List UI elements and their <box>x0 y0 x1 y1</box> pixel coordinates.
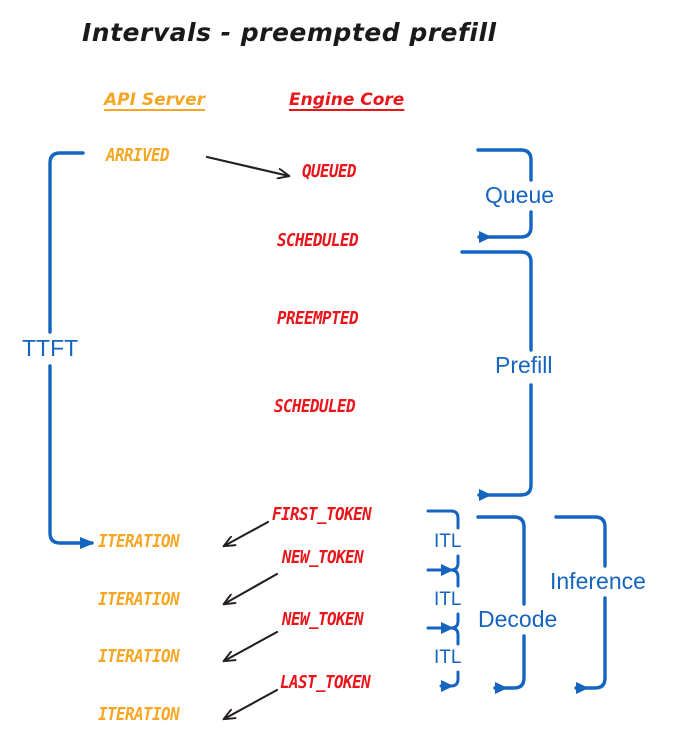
transition-arrow-last-token <box>224 688 279 719</box>
bracket-queue <box>476 148 533 243</box>
interval-label-inference: Inference <box>550 568 646 594</box>
interval-label-decode: Decode <box>478 606 558 632</box>
bracket-decode <box>476 515 526 694</box>
transition-arrow-arrived-to-queued <box>205 155 289 176</box>
state-first-token: FIRST_TOKEN <box>272 504 372 525</box>
state-scheduled-2: SCHEDULED <box>274 396 356 417</box>
state-arrived: ARRIVED <box>106 145 170 166</box>
state-new-token-2: NEW_TOKEN <box>282 609 364 630</box>
interval-label-queue: Queue <box>485 182 555 208</box>
page-title: Intervals - preempted prefill <box>82 18 497 47</box>
state-iteration-3: ITERATION <box>98 646 180 667</box>
interval-label-ttft: TTFT <box>22 335 79 361</box>
state-iteration-1: ITERATION <box>98 531 180 552</box>
interval-label-prefill: Prefill <box>495 352 553 378</box>
bracket-inference <box>554 515 607 694</box>
transition-arrow-new-token-2 <box>224 630 279 661</box>
bracket-ttft <box>48 151 94 549</box>
column-header-engine-core: Engine Core <box>289 90 405 110</box>
state-new-token-1: NEW_TOKEN <box>282 547 364 568</box>
bracket-prefill <box>460 250 533 501</box>
state-queued: QUEUED <box>302 161 357 182</box>
state-preempted: PREEMPTED <box>277 308 359 329</box>
state-iteration-2: ITERATION <box>98 589 180 610</box>
interval-label-itl-3: ITL <box>434 647 462 668</box>
column-header-api-server: API Server <box>104 90 206 110</box>
transition-arrow-first-token <box>224 520 270 546</box>
state-iteration-4: ITERATION <box>98 704 180 725</box>
state-last-token: LAST_TOKEN <box>280 672 371 693</box>
bracket-itl-3 <box>426 626 460 692</box>
interval-label-itl-1: ITL <box>434 531 462 552</box>
interval-label-itl-2: ITL <box>434 589 462 610</box>
state-scheduled-1: SCHEDULED <box>277 230 359 251</box>
transition-arrow-new-token-1 <box>224 572 279 604</box>
